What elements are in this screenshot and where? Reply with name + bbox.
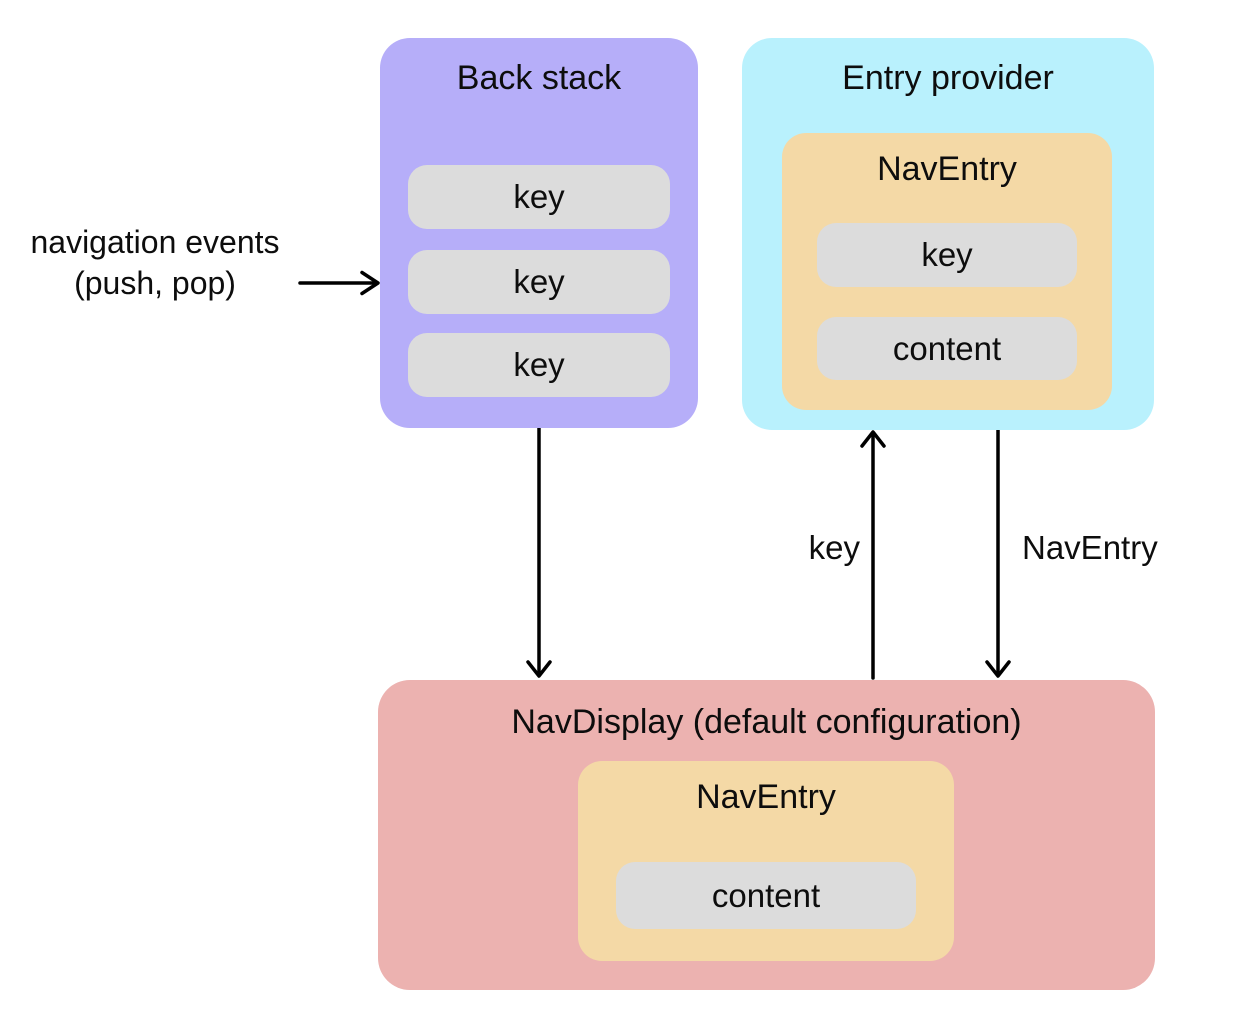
key-pill: key — [408, 165, 670, 229]
nav-display-naventry-title: NavEntry — [696, 778, 836, 816]
key-pill: key — [408, 250, 670, 314]
content-pill: content — [616, 862, 916, 929]
content-pill: content — [817, 317, 1077, 380]
navigation-events-label: navigation events (push, pop) — [5, 222, 305, 304]
naventry-down-arrow — [985, 428, 1011, 678]
back-stack-box: Back stack key key key — [380, 38, 698, 428]
entry-provider-box: Entry provider NavEntry key content — [742, 38, 1154, 430]
nav-display-naventry-box: NavEntry content — [578, 761, 954, 961]
navigation-events-line2: (push, pop) — [74, 265, 236, 301]
entry-provider-naventry-title: NavEntry — [877, 150, 1017, 188]
navigation-events-line1: navigation events — [30, 224, 280, 260]
push-pop-arrow — [298, 270, 380, 296]
naventry-arrow-label: NavEntry — [1022, 529, 1158, 566]
nav-display-title: NavDisplay (default configuration) — [511, 703, 1022, 741]
key-pill: key — [817, 223, 1077, 287]
back-stack-title: Back stack — [456, 59, 622, 97]
entry-provider-naventry-box: NavEntry key content — [782, 133, 1112, 410]
entry-provider-title: Entry provider — [842, 59, 1054, 97]
nav-display-box: NavDisplay (default configuration) NavEn… — [378, 680, 1155, 990]
key-up-arrow — [860, 430, 886, 680]
key-pill: key — [408, 333, 670, 397]
key-arrow-label: key — [808, 529, 860, 566]
backstack-to-navdisplay-arrow — [526, 426, 552, 678]
